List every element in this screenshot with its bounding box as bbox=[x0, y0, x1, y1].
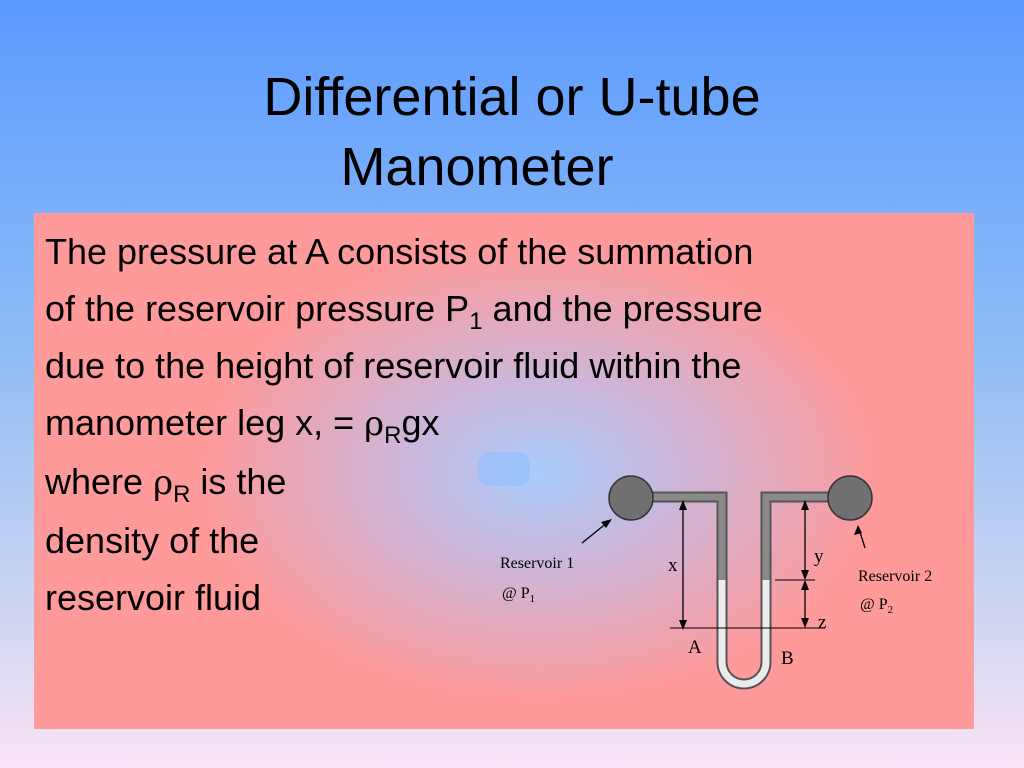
decorative-shape bbox=[478, 452, 530, 486]
title-line-2: Manometer bbox=[340, 137, 614, 197]
left-connector-fluid bbox=[652, 493, 726, 580]
reservoir-2-pressure: @ P2 bbox=[860, 596, 893, 616]
reservoir-1 bbox=[608, 475, 654, 521]
slide-title: Differential or U-tube Manometer bbox=[0, 62, 1024, 202]
title-line-1: Differential or U-tube bbox=[263, 67, 761, 127]
left-connector-pipe bbox=[652, 491, 728, 580]
label-x: x bbox=[668, 555, 678, 576]
u-tube-bend bbox=[716, 580, 772, 690]
arrow-reservoir-1 bbox=[601, 519, 612, 528]
label-a: A bbox=[688, 637, 702, 658]
body-text: The pressure at A consists of the summat… bbox=[45, 223, 965, 626]
content-panel bbox=[34, 213, 974, 729]
reservoir-1-label: Reservoir 1 bbox=[500, 555, 574, 572]
reservoir-2-label: Reservoir 2 bbox=[858, 568, 932, 585]
body-line-6: density of the bbox=[45, 520, 260, 561]
arrow-reservoir-2 bbox=[854, 525, 862, 535]
body-line-7: reservoir fluid bbox=[45, 577, 262, 618]
reservoir-2 bbox=[827, 475, 873, 521]
label-y: y bbox=[814, 546, 824, 567]
body-line-5: where ρR is the bbox=[45, 461, 287, 508]
label-b: B bbox=[781, 648, 794, 669]
body-line-4: manometer leg x, = ρRgx bbox=[45, 402, 440, 449]
body-line-2: of the reservoir pressure P1 and the pre… bbox=[45, 288, 763, 335]
right-connector-fluid bbox=[762, 493, 830, 580]
reservoir-1-pressure: @ P1 bbox=[502, 585, 535, 605]
body-line-3: due to the height of reservoir fluid wit… bbox=[45, 345, 742, 386]
right-connector-pipe bbox=[760, 491, 830, 580]
label-z: z bbox=[818, 612, 826, 633]
body-line-1: The pressure at A consists of the summat… bbox=[45, 231, 754, 272]
manometer-fluid bbox=[718, 580, 770, 688]
